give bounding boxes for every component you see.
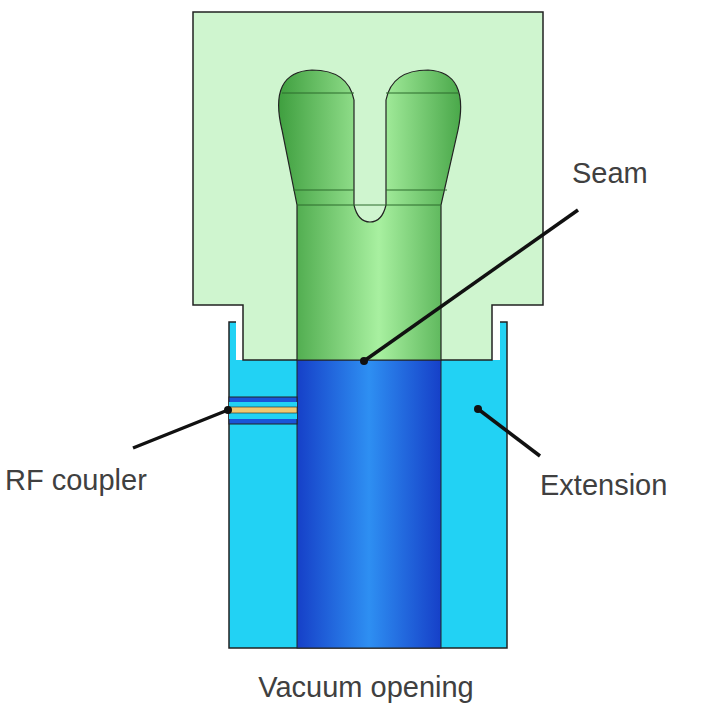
cavity-body — [193, 12, 543, 360]
post-edge — [282, 93, 354, 94]
post-edge — [386, 190, 447, 191]
rf-coupler-port — [229, 397, 297, 424]
beam-bore — [297, 360, 441, 648]
part-label: RF coupler — [5, 465, 147, 497]
rf-coupler-port — [229, 402, 297, 419]
part-label: Vacuum opening — [258, 672, 474, 704]
post-edge — [386, 93, 458, 94]
leader-dot — [360, 357, 368, 365]
leader-line — [364, 210, 578, 361]
rf-coupler-pin — [229, 407, 297, 413]
leader-dot — [474, 405, 482, 413]
post-edge — [297, 205, 441, 206]
resonator-post — [279, 70, 461, 360]
extension-body — [229, 322, 507, 648]
leader-line — [133, 410, 228, 448]
part-label: Extension — [540, 470, 667, 502]
leader-dot — [224, 406, 232, 414]
part-label: Seam — [572, 158, 648, 190]
leader-line — [478, 409, 540, 456]
post-edge — [293, 190, 354, 191]
